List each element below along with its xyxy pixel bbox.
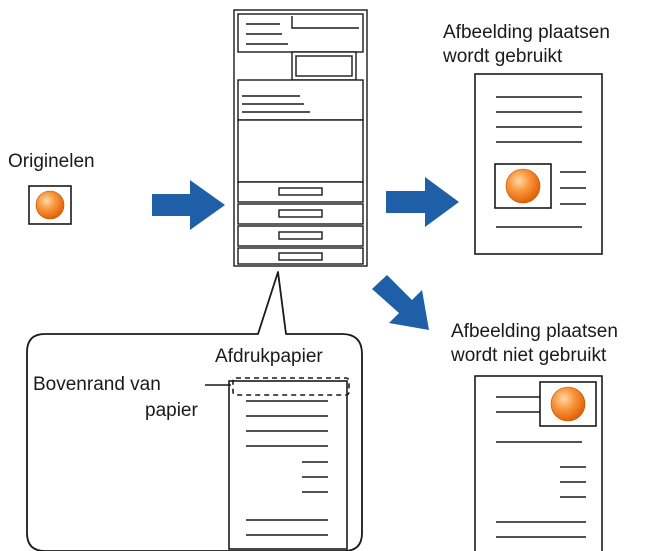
label-with-placement-line1: Afbeelding plaatsen: [443, 22, 610, 43]
label-top-edge-line2: papier: [145, 400, 198, 421]
page-with-image-placement: [474, 73, 603, 255]
output-paper: [228, 377, 350, 550]
label-originals: Originelen: [8, 151, 95, 172]
arrow-to-without-placement: [372, 275, 429, 330]
label-output-paper: Afdrukpapier: [215, 346, 323, 367]
arrow-to-with-placement: [386, 177, 459, 227]
arrow-to-copier: [152, 180, 225, 230]
copier-icon: [233, 9, 368, 267]
original-thumbnail: [28, 185, 72, 225]
label-without-placement-line2: wordt niet gebruikt: [451, 345, 607, 366]
page-without-image-placement: [474, 375, 603, 551]
label-without-placement-line1: Afbeelding plaatsen: [451, 321, 618, 342]
label-with-placement-line2: wordt gebruikt: [443, 46, 563, 67]
label-top-edge-line1: Bovenrand van: [33, 374, 161, 395]
